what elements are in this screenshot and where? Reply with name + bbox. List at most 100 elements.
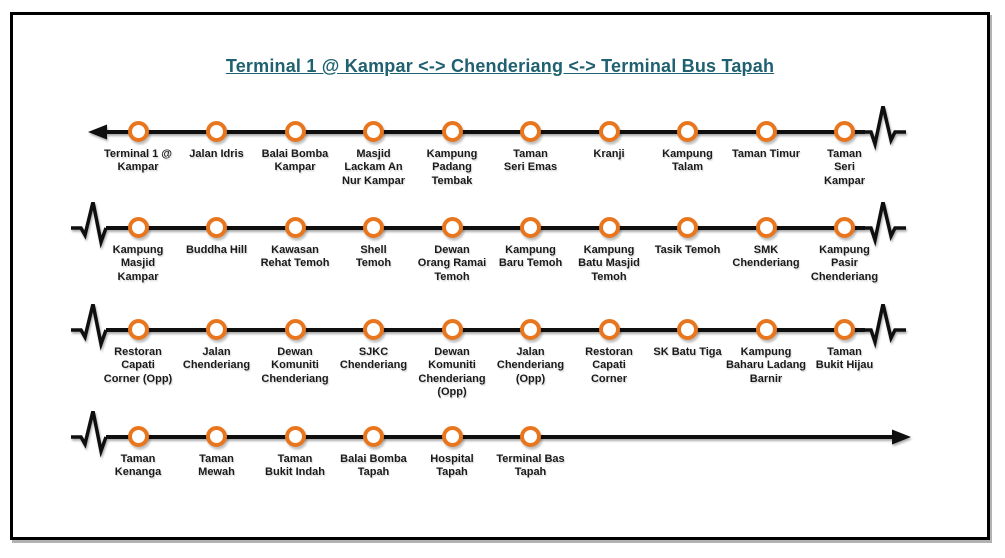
route-line-svg xyxy=(71,202,906,249)
station-node-icon xyxy=(598,217,620,238)
page-title: Terminal 1 @ Kampar <-> Chenderiang <-> … xyxy=(225,56,775,76)
station-kranji: Kranji xyxy=(564,121,654,161)
station-node-icon xyxy=(363,319,384,340)
pulse-connector-icon xyxy=(71,304,108,351)
station-node-icon xyxy=(520,426,541,447)
station-label: Kampung Baharu Ladang Barnir xyxy=(725,346,807,385)
station-restoran-capati-corner: Restoran Capati Corner xyxy=(564,319,654,386)
station-label: Jalan Chenderiang (Opp) xyxy=(496,346,565,385)
pulse-connector-icon xyxy=(865,304,906,349)
station-label: Kampung Baru Temoh xyxy=(498,244,563,270)
station-kampung-baru-temoh: Kampung Baru Temoh xyxy=(486,217,576,271)
station-label: Dewan Komuniti Chenderiang (Opp) xyxy=(418,346,486,399)
station-node-icon xyxy=(363,121,384,142)
station-shell-temoh: Shell Temoh xyxy=(329,217,419,271)
station-taman-bukit-hijau: Taman Bukit Hijau xyxy=(800,319,890,373)
station-label: Buddha Hill xyxy=(185,244,248,256)
station-label: Taman Mewah xyxy=(198,453,235,479)
station-label: Kampung Padang Tembak xyxy=(426,148,478,187)
station-node-icon xyxy=(441,319,463,340)
station-label: Balai Bomba Tapah xyxy=(340,453,407,479)
station-jalan-chenderiang: Jalan Chenderiang xyxy=(172,319,262,373)
station-kampung-batu-masjid-temoh: Kampung Batu Masjid Temoh xyxy=(564,217,654,284)
slide-border: Terminal 1 @ Kampar <-> Chenderiang <-> … xyxy=(10,12,990,540)
station-label: Taman Kenanga xyxy=(114,453,162,479)
station-kampung-pasir-chenderiang: Kampung Pasir Chenderiang xyxy=(800,217,890,284)
station-node-icon xyxy=(755,121,777,142)
station-node-icon xyxy=(441,121,463,142)
station-label: Tasik Temoh xyxy=(654,244,721,256)
station-label: Restoran Capati Corner xyxy=(585,346,633,385)
station-node-icon xyxy=(598,121,620,142)
route-row-2: Kampung Masjid Kampar Buddha Hill Kawasan … xyxy=(13,202,987,298)
station-dewan-komuniti-chenderiang-opp: Dewan Komuniti Chenderiang (Opp) xyxy=(407,319,497,400)
station-label: Jalan Idris xyxy=(189,148,244,160)
route-row-3: Restoran Capati Corner (Opp) Jalan Chende… xyxy=(13,304,987,400)
station-node-icon xyxy=(363,426,384,447)
station-label: Kawasan Rehat Temoh xyxy=(260,244,330,270)
station-label: Masjid Lackam An Nur Kampar xyxy=(342,148,405,187)
station-node-icon xyxy=(206,319,227,340)
station-node-icon xyxy=(284,426,306,447)
station-label: Terminal Bas Tapah xyxy=(496,453,565,479)
station-label: Kampung Batu Masjid Temoh xyxy=(578,244,640,283)
station-node-icon xyxy=(127,319,149,340)
station-terminal-bas-tapah: Terminal Bas Tapah xyxy=(486,426,576,480)
station-buddha-hill: Buddha Hill xyxy=(172,217,262,257)
station-sk-batu-tiga: SK Batu Tiga xyxy=(643,319,733,359)
pulse-connector-icon xyxy=(71,202,108,249)
station-label: Hospital Tapah xyxy=(430,453,474,479)
station-taman-mewah: Taman Mewah xyxy=(172,426,262,480)
station-tasik-temoh: Tasik Temoh xyxy=(643,217,733,257)
station-kampung-talam: Kampung Talam xyxy=(643,121,733,175)
pulse-connector-icon xyxy=(71,411,108,458)
station-balai-bomba-tapah: Balai Bomba Tapah xyxy=(329,426,419,480)
station-restoran-capati-corner-opp: Restoran Capati Corner (Opp) xyxy=(93,319,183,386)
left-arrow-icon xyxy=(88,124,107,140)
station-label: Shell Temoh xyxy=(355,244,392,270)
station-hospital-tapah: Hospital Tapah xyxy=(407,426,497,480)
station-label: Taman Timur xyxy=(731,148,801,160)
station-node-icon xyxy=(677,319,698,340)
station-masjid-lackam-an-nur-kampar: Masjid Lackam An Nur Kampar xyxy=(329,121,419,188)
station-dewan-komuniti-chenderiang: Dewan Komuniti Chenderiang xyxy=(250,319,340,386)
station-kawasan-rehat-temoh: Kawasan Rehat Temoh xyxy=(250,217,340,271)
station-node-icon xyxy=(677,217,698,238)
station-node-icon xyxy=(834,319,855,340)
station-node-icon xyxy=(677,121,698,142)
station-label: Dewan Komuniti Chenderiang xyxy=(261,346,329,385)
station-label: Balai Bomba Kampar xyxy=(261,148,329,174)
station-taman-kenanga: Taman Kenanga xyxy=(93,426,183,480)
pulse-connector-icon xyxy=(865,106,906,151)
station-taman-seri-emas: Taman Seri Emas xyxy=(486,121,576,175)
station-jalan-idris: Jalan Idris xyxy=(172,121,262,161)
station-label: SMK Chenderiang xyxy=(732,244,800,270)
station-label: Jalan Chenderiang xyxy=(182,346,251,372)
station-label: Taman Bukit Hijau xyxy=(815,346,874,372)
station-smk-chenderiang: SMK Chenderiang xyxy=(721,217,811,271)
station-label: Kampung Masjid Kampar xyxy=(112,244,164,283)
route-line-svg xyxy=(71,411,911,458)
pulse-connector-icon xyxy=(865,202,906,247)
station-node-icon xyxy=(441,217,463,238)
station-label: Kampung Talam xyxy=(662,148,713,174)
station-node-icon xyxy=(206,426,227,447)
station-label: SK Batu Tiga xyxy=(653,346,722,358)
station-balai-bomba-kampar: Balai Bomba Kampar xyxy=(250,121,340,175)
station-node-icon xyxy=(127,426,149,447)
station-node-icon xyxy=(598,319,620,340)
station-node-icon xyxy=(755,319,777,340)
station-jalan-chenderiang-opp: Jalan Chenderiang (Opp) xyxy=(486,319,576,386)
station-label: SJKC Chenderiang xyxy=(339,346,408,372)
station-taman-seri-kampar: Taman Seri Kampar xyxy=(800,121,890,188)
station-node-icon xyxy=(284,121,306,142)
station-node-icon xyxy=(284,319,306,340)
station-label: Taman Seri Kampar xyxy=(824,148,865,187)
route-row-1: Terminal 1 @ Kampar Jalan Idris Balai Bomb… xyxy=(13,106,987,202)
station-label: Terminal 1 @ Kampar xyxy=(104,148,172,174)
route-line-svg xyxy=(71,304,906,351)
station-label: Restoran Capati Corner (Opp) xyxy=(103,346,173,385)
station-label: Kranji xyxy=(593,148,625,160)
